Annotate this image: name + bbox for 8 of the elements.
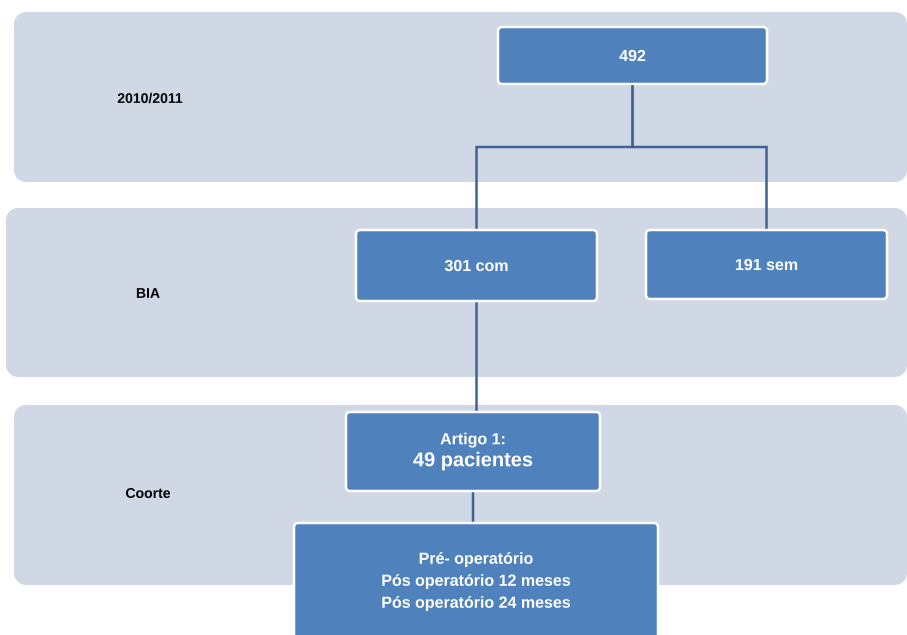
process-box: 191 sem <box>644 228 888 300</box>
process-box: Pré- operatório Pós operatório 12 meses Pós operatório 24 meses <box>292 522 660 635</box>
process-box: 301 com <box>354 228 598 302</box>
connector-line <box>631 85 768 229</box>
connector-line <box>472 492 474 522</box>
connector-line <box>475 302 478 411</box>
process-box: Artigo 1: 49 pacientes <box>344 410 602 492</box>
process-box: 492 <box>496 26 768 86</box>
